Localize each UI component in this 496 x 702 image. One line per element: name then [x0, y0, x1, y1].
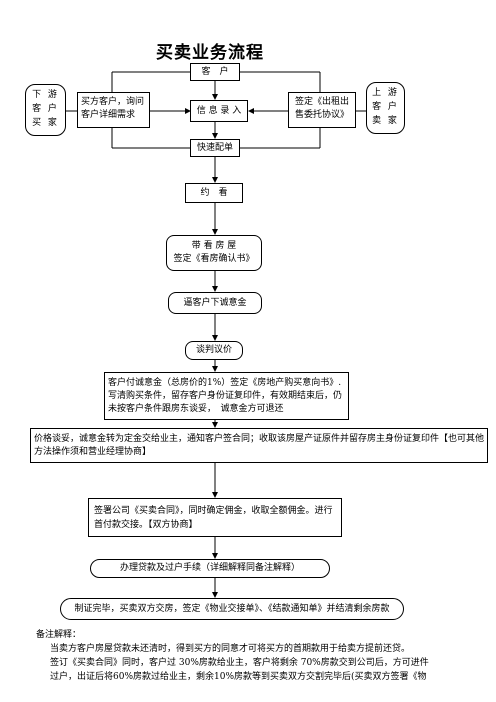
node-completion: 制证完毕，买卖双方交房，签定《物业交接单》、《结款通知单》并结清剩余房款	[60, 598, 404, 620]
node-viewing: 带 看 房 屋 签定《看房确认书》	[166, 235, 262, 271]
node-upstream-seller: 上 游 客 户 卖 家	[366, 82, 405, 134]
node-seller-entrust: 签定《出租出售委托协议》	[288, 92, 356, 128]
node-customer: 客 户	[190, 63, 240, 81]
node-sign-contract: 签署公司《买卖合同》，同时确定佣金，收取全额佣金。进行首付款交接。【双方协商】	[88, 498, 342, 537]
page-title: 买卖业务流程	[156, 43, 264, 63]
node-deposit-ask: 逼客户下诚意金	[168, 292, 262, 314]
node-price-agreed: 价格谈妥，诚意金转为定金交给业主，通知客户签合同；收取该房屋产证原件并留存房主身…	[30, 428, 488, 463]
notes-line: 过户，出证后将60%房款过给业主，剩余10%房款等到买卖双方交割完毕后(买卖双方…	[50, 672, 427, 682]
notes-line: 签订《买卖合同》同时，客户过 30%房款给业主，客户将剩余 70%房款交到公司后…	[50, 658, 429, 668]
node-appointment: 约 看	[185, 183, 243, 203]
node-quick-match: 快速配单	[190, 139, 240, 157]
node-buyer-inquiry: 买方客户，询问客户详细需求	[77, 92, 150, 128]
node-deposit-pay: 客户付诚意金（总房价的1%）签定《房地产购买意向书》.写清购买条件，留存客户身份…	[104, 372, 349, 420]
notes-line: 当卖方客户房屋贷款未还清时，得到买方的同意才可将买方的首期款用于给卖方提前还贷。	[50, 644, 411, 654]
node-loan-transfer: 办理贷款及过户手续（详细解释同备注解释）	[90, 559, 330, 578]
node-downstream-buyer: 下 游 客 户 买 家	[25, 84, 66, 136]
notes-section: 备注解释： 当卖方客户房屋贷款未还清时，得到买方的同意才可将买方的首期款用于给卖…	[36, 628, 488, 684]
node-info-entry: 信 息 录 入	[190, 100, 248, 122]
node-negotiate: 谈判议价	[185, 341, 243, 360]
notes-heading: 备注解释：	[36, 630, 82, 640]
